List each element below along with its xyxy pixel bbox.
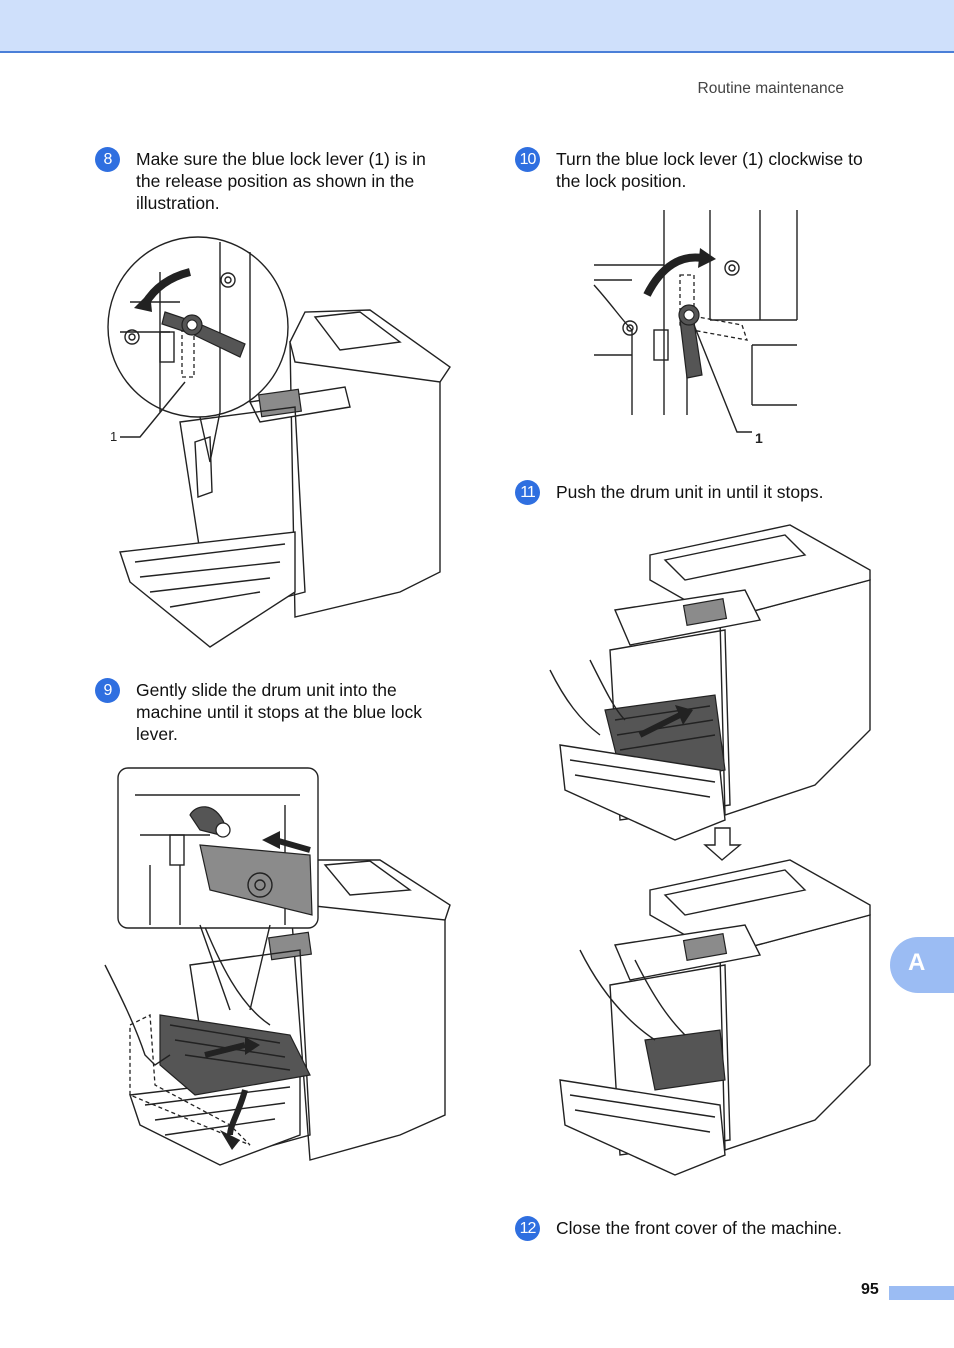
step-text-line: Gently slide the drum unit into the (136, 680, 397, 700)
step-text-line: Close the front cover of the machine. (556, 1218, 842, 1238)
illustration-slide-drum (104, 767, 451, 1166)
step-number-badge: 8 (95, 147, 120, 172)
page-number: 95 (861, 1281, 879, 1298)
callout-label: 1 (755, 430, 763, 446)
step-10: 10 Turn the blue lock lever (1) clockwis… (515, 147, 863, 192)
illustration-release-lever: 1 (107, 236, 451, 648)
appendix-letter: A (908, 949, 926, 976)
step-number-badge: 10 (515, 147, 540, 172)
callout-label: 1 (110, 429, 117, 444)
step-text-line: illustration. (136, 193, 220, 213)
footer-band (889, 1286, 954, 1300)
step-text-line: Make sure the blue lock lever (1) is in (136, 149, 426, 169)
header-band (0, 0, 954, 53)
step-text-line: Turn the blue lock lever (1) clockwise t… (556, 149, 863, 169)
step-number-badge: 11 (515, 480, 540, 505)
step-8: 8 Make sure the blue lock lever (1) is i… (95, 147, 426, 214)
step-number-badge: 12 (515, 1216, 540, 1241)
step-text-line: the lock position. (556, 171, 687, 191)
step-text-line: machine until it stops at the blue lock (136, 702, 422, 722)
step-number-badge: 9 (95, 678, 120, 703)
step-9: 9 Gently slide the drum unit into the ma… (95, 678, 422, 745)
illustration-lock-lever: 1 (593, 210, 798, 446)
step-11: 11 Push the drum unit in until it stops. (515, 480, 824, 505)
step-12: 12 Close the front cover of the machine. (515, 1216, 842, 1241)
step-text-line: the release position as shown in the (136, 171, 415, 191)
step-text-line: lever. (136, 724, 178, 744)
step-text-line: Push the drum unit in until it stops. (556, 482, 824, 502)
section-title: Routine maintenance (697, 80, 845, 97)
illustration-push-drum (549, 524, 871, 1176)
appendix-tab: A (890, 937, 954, 993)
